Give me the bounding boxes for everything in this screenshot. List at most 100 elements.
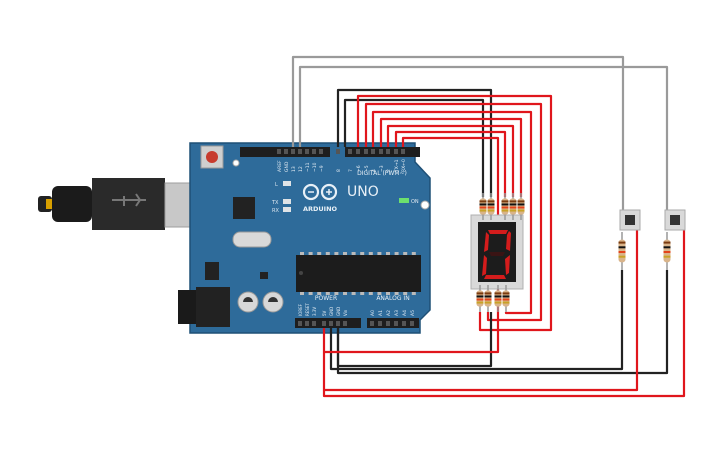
analog-pin-label: A3: [394, 310, 400, 316]
top-pin-label: 12: [298, 166, 304, 172]
pushbutton-1[interactable]: [619, 209, 641, 231]
header-pin[interactable]: [379, 149, 383, 154]
top-pin-label: 13: [291, 166, 297, 172]
segment-d: [484, 275, 506, 279]
power-pin-label: Vin: [343, 309, 348, 316]
header-pin[interactable]: [386, 149, 390, 154]
top-pin-label: GND: [284, 161, 290, 172]
button-resistors[interactable]: [618, 232, 671, 270]
atmega-chip: [296, 255, 421, 292]
power-label: POWER: [315, 295, 337, 302]
pushbutton-2[interactable]: [664, 209, 686, 231]
wire-red-seg-3[interactable]: [371, 110, 533, 315]
header-pin[interactable]: [336, 149, 340, 154]
wire-gray-1[interactable]: [291, 55, 625, 212]
header-pin[interactable]: [370, 321, 374, 326]
display-resistors[interactable]: [476, 193, 525, 312]
power-pin-label: IOREF: [298, 303, 303, 316]
top-pin-label: AREF: [277, 160, 283, 172]
analog-pin-label: A4: [402, 310, 408, 316]
header-pin[interactable]: [305, 321, 309, 326]
resistor[interactable]: [509, 193, 517, 220]
resistor[interactable]: [487, 193, 495, 220]
usb-icon: [112, 193, 146, 207]
wire-gray-2[interactable]: [298, 65, 669, 212]
led-l: [283, 181, 291, 186]
header-pin[interactable]: [401, 149, 405, 154]
resistor[interactable]: [501, 193, 509, 220]
top-pin-label: 2: [386, 169, 392, 172]
wire-red-seg-5[interactable]: [386, 124, 515, 197]
analog-pin-label: A0: [370, 310, 376, 316]
top-pin-label: ~6: [356, 165, 362, 172]
wire-red-seg-6[interactable]: [394, 130, 507, 197]
resistor[interactable]: [517, 193, 525, 220]
header-pin[interactable]: [284, 149, 288, 154]
header-pin[interactable]: [291, 149, 295, 154]
header-pin[interactable]: [410, 321, 414, 326]
header-pin[interactable]: [348, 149, 352, 154]
led-tx-label: TX: [271, 200, 279, 206]
top-pin-label: ~9: [319, 165, 325, 172]
wire-red-seg-4[interactable]: [379, 117, 523, 197]
header-pin[interactable]: [394, 149, 398, 154]
header-pin[interactable]: [277, 149, 281, 154]
wire-red-5v-1[interactable]: [322, 212, 639, 392]
wire-red-5v-3[interactable]: [324, 312, 500, 354]
header-pin[interactable]: [305, 149, 309, 154]
wire-black-gnd-1[interactable]: [329, 270, 624, 371]
usb-chip: [233, 197, 255, 219]
wire-red-seg-1[interactable]: [356, 94, 553, 332]
resistor[interactable]: [618, 232, 626, 270]
top-pin-label: RX←0: [401, 159, 407, 172]
resistor[interactable]: [663, 232, 671, 270]
power-pin-label: GND: [329, 307, 334, 316]
seven-segment-display[interactable]: 0: [0, 0, 524, 290]
header-pin[interactable]: [319, 149, 323, 154]
header-pin[interactable]: [322, 321, 326, 326]
header-pin[interactable]: [336, 321, 340, 326]
header-pin[interactable]: [378, 321, 382, 326]
power-pin-label: RESET: [305, 303, 310, 316]
led-rx: [283, 207, 291, 212]
header-pin[interactable]: [394, 321, 398, 326]
header-pin[interactable]: [371, 149, 375, 154]
resistor[interactable]: [476, 285, 484, 312]
resistor[interactable]: [479, 193, 487, 220]
header-pin[interactable]: [402, 321, 406, 326]
power-jack[interactable]: [178, 290, 200, 324]
reset-button[interactable]: [206, 151, 218, 163]
wire-black-2[interactable]: [343, 98, 485, 197]
power-pin-label: 5V: [322, 310, 327, 316]
header-pin[interactable]: [312, 321, 316, 326]
mount-hole: [232, 159, 240, 167]
top-pin-label: 7: [348, 169, 354, 172]
header-pin[interactable]: [298, 149, 302, 154]
resistor[interactable]: [484, 285, 492, 312]
wire-red-seg-2[interactable]: [364, 102, 543, 322]
usb-cable[interactable]: [38, 178, 208, 230]
wire-red-5v-2[interactable]: [322, 212, 686, 398]
header-pin[interactable]: [298, 321, 302, 326]
header-pin[interactable]: [364, 149, 368, 154]
header-pin[interactable]: [343, 321, 347, 326]
analog-label: ANALOG IN: [376, 295, 409, 302]
resistor[interactable]: [502, 285, 510, 312]
led-rx-label: RX: [272, 208, 279, 214]
brand-word: UNO: [347, 184, 379, 200]
header-pin[interactable]: [329, 321, 333, 326]
wire-black-gnd-3[interactable]: [336, 312, 493, 368]
wire-black-1[interactable]: [336, 88, 493, 197]
segment-f: [484, 232, 489, 252]
arduino-logo: [302, 183, 338, 201]
resistor[interactable]: [494, 285, 502, 312]
top-pin-label: 4: [371, 169, 377, 172]
header-pin[interactable]: [356, 149, 360, 154]
header-pin[interactable]: [386, 321, 390, 326]
analog-pin-label: A1: [378, 310, 384, 316]
segment-b: [506, 231, 511, 251]
header-pin[interactable]: [312, 149, 316, 154]
